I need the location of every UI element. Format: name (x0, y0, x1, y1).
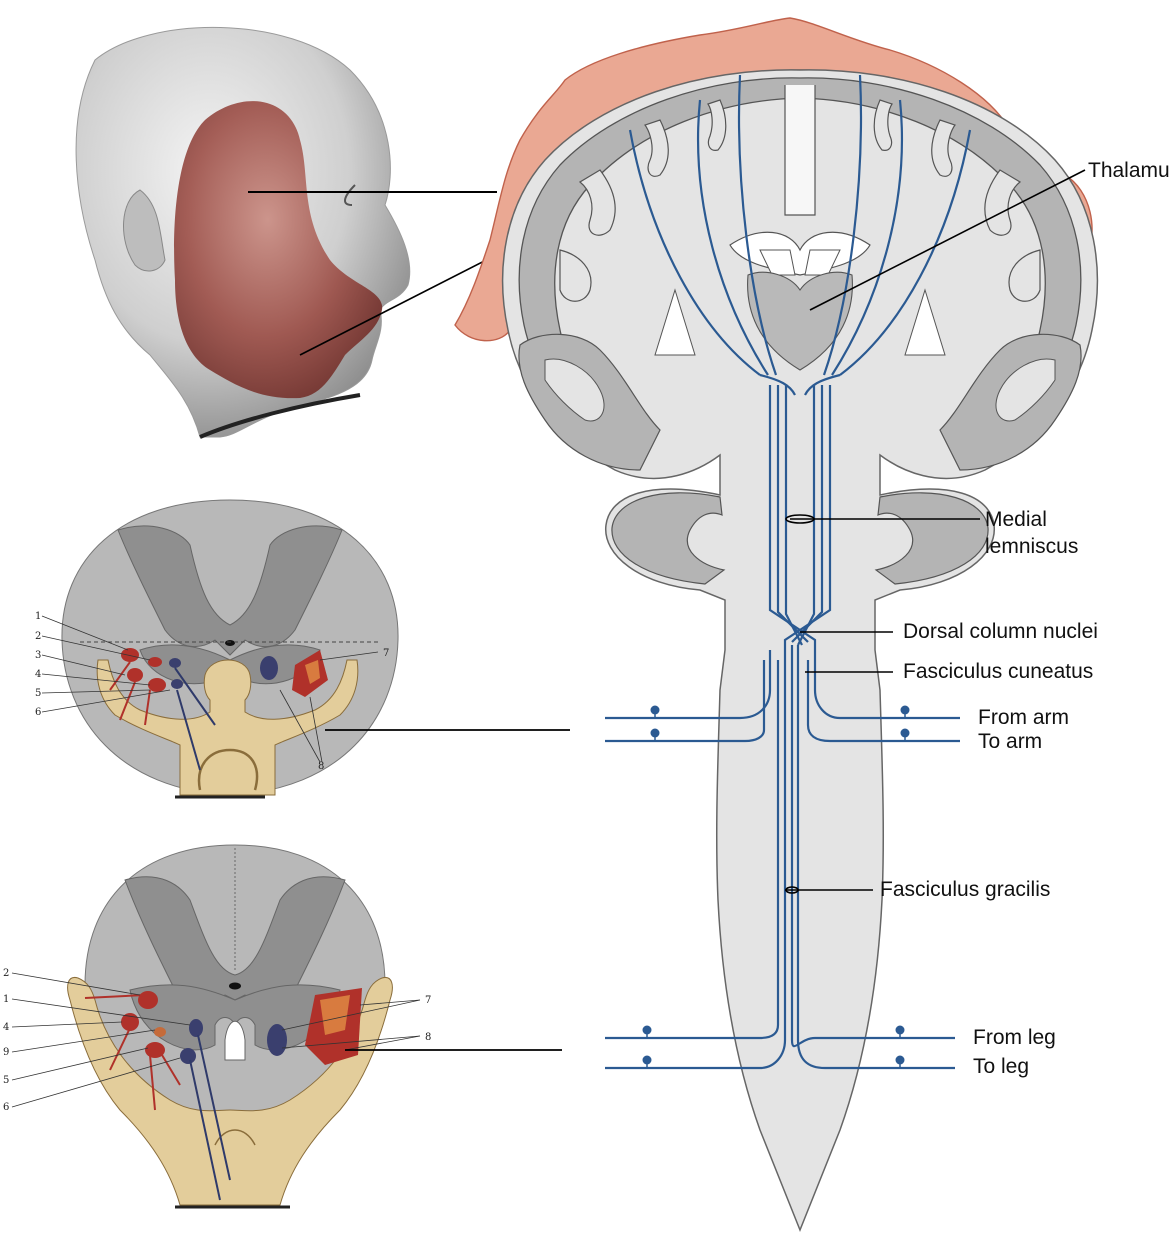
cervical-num-2: 2 (35, 631, 41, 642)
cervical-num-7: 7 (383, 648, 389, 659)
cervical-num-4: 4 (35, 669, 41, 680)
lumbar-spinal-cord-section: 2 1 4 9 5 6 7 8 (3, 844, 431, 1209)
human-figure-icon (96, 659, 359, 799)
cervical-spinal-cord-section: 1 2 3 4 5 6 7 8 (35, 499, 399, 799)
label-fasciculus-gracilis: Fasciculus gracilis (880, 878, 1051, 901)
medial-lemniscus-tracts (628, 74, 972, 396)
lumbar-num-9: 9 (3, 1047, 9, 1058)
label-medial-lemniscus-line2: lemniscus (985, 535, 1079, 558)
cervical-num-3: 3 (35, 650, 41, 661)
cervical-num-1: 1 (35, 611, 41, 622)
label-leader-lines (785, 169, 1086, 894)
brain-coronal-section (454, 17, 1099, 1233)
label-medial-lemniscus-line1: Medial (985, 508, 1047, 531)
label-thalamus: Thalamus (1088, 159, 1170, 182)
lumbar-num-7: 7 (425, 995, 431, 1006)
cervical-num-6: 6 (35, 707, 41, 718)
neuron-icon (642, 705, 910, 1068)
lumbar-num-5: 5 (3, 1075, 9, 1086)
head-icon (75, 27, 411, 439)
lumbar-num-8: 8 (425, 1032, 431, 1043)
lumbar-num-4: 4 (3, 1022, 9, 1033)
label-fasciculus-cuneatus: Fasciculus cuneatus (903, 660, 1094, 683)
label-dorsal-column-nuclei: Dorsal column nuclei (903, 620, 1098, 643)
dorsal-column-tracts (605, 385, 960, 1070)
label-to-arm: To arm (978, 730, 1043, 753)
fetus-homunculus-shape (174, 101, 383, 399)
cervical-num-5: 5 (35, 688, 41, 699)
human-figure-icon (67, 976, 393, 1209)
label-to-leg: To leg (973, 1055, 1030, 1078)
lumbar-num-2: 2 (3, 968, 9, 979)
label-from-arm: From arm (978, 706, 1069, 729)
label-from-leg: From leg (973, 1026, 1056, 1049)
lumbar-num-6: 6 (3, 1102, 9, 1113)
cervical-num-8: 8 (318, 761, 324, 772)
lumbar-num-1: 1 (3, 994, 9, 1005)
